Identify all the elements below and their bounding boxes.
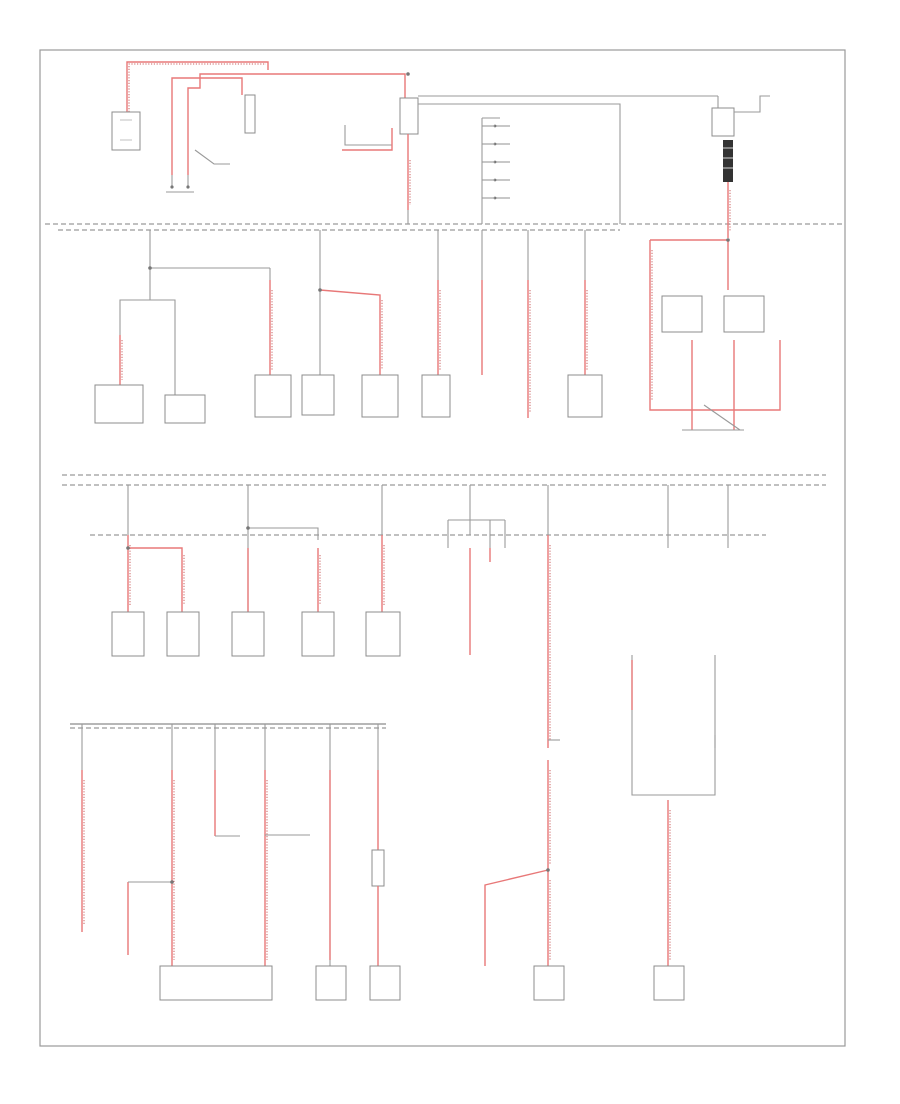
junction-dots [126,72,730,884]
heated-seat-module-right [723,295,765,333]
powertrain-module [254,374,292,418]
ignition-switch [244,94,256,134]
blower-module [369,965,401,1001]
radio-module [301,611,335,657]
instrument-cluster [111,611,145,657]
fuel-injector-module [567,374,603,418]
battery-cable-starter [126,61,269,112]
trans-control-module-2 [164,394,206,424]
ignition-feed-wire [171,77,243,175]
fuel-pump-module [421,374,451,418]
hvac-feed [247,527,319,612]
upper-fuse-section [94,230,781,431]
generator-link [344,125,392,146]
electrical-center [159,965,273,1001]
battery-feed-section [111,61,770,238]
trans-control-module-1 [94,384,144,424]
main-feed-wire [187,73,406,175]
lower-fuse-section [81,724,685,1001]
generator-output-wire [342,128,393,151]
heated-seat-feed [650,239,729,290]
starter [111,111,141,151]
center-fuse-stack [481,117,510,224]
lamp-loop [631,655,716,796]
brake-module [315,965,347,1001]
heated-seat-module-left [661,295,703,333]
battery-cable-connector [723,140,733,182]
bcm-power-wire [128,547,183,612]
diagram-border [39,49,846,1047]
ignition-switch-contact [194,149,230,165]
rear-fuse-block [533,965,565,1001]
underhood-fuse-block [399,97,419,135]
engine-control-module [361,374,399,418]
battery [711,107,735,137]
data-link-connector [365,611,401,657]
heated-seat-loop [649,240,781,411]
section-dividers [45,223,842,729]
rear-feed-lower [484,760,549,966]
battery-ground [734,95,770,113]
blower-resistor [371,849,385,887]
middle-fuse-section [111,485,729,796]
hvac-control-module [231,611,265,657]
body-control-module [166,611,200,657]
battery-cable-tracer [128,63,266,112]
abs-module [301,374,335,416]
right-branch-feed [418,103,621,224]
lamp-module [653,965,685,1001]
tcm-feed [119,268,151,335]
ecm-power-wire [319,289,381,375]
